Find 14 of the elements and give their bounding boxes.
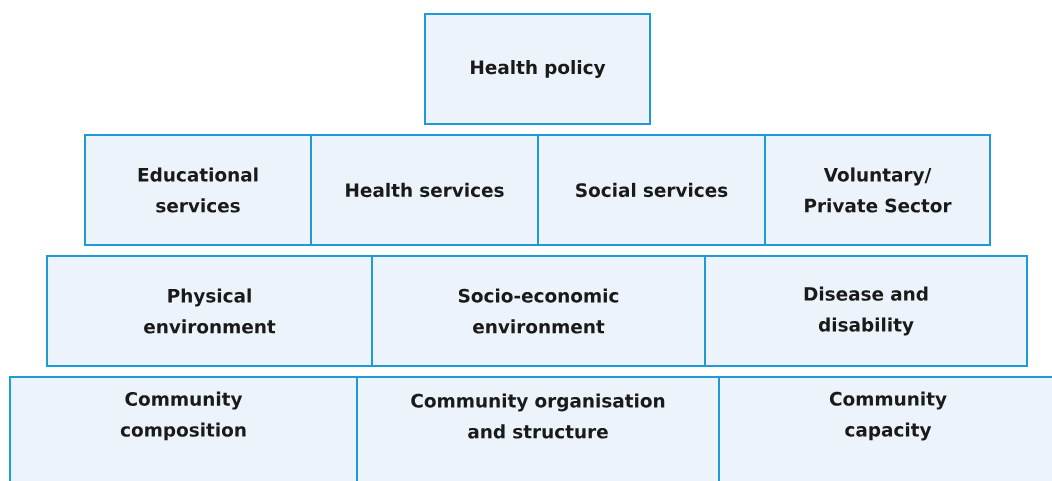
- node-label: Community organisation and structure: [411, 393, 665, 439]
- category-box: Educational services: [84, 134, 312, 246]
- category-box: Community organisation and structure: [356, 376, 720, 481]
- category-box: Social services: [537, 134, 766, 246]
- node-label: Community composition: [120, 391, 246, 441]
- node-label: Community capacity: [829, 391, 947, 441]
- category-box: Voluntary/ Private Sector: [764, 134, 991, 246]
- category-box: Disease and disability: [704, 255, 1028, 367]
- category-box: Community capacity: [718, 376, 1052, 481]
- category-box: Health services: [310, 134, 539, 246]
- category-box: Community composition: [9, 376, 358, 481]
- category-box: Health policy: [424, 13, 651, 125]
- category-box: Physical environment: [46, 255, 373, 367]
- category-box: Socio-economic environment: [371, 255, 706, 367]
